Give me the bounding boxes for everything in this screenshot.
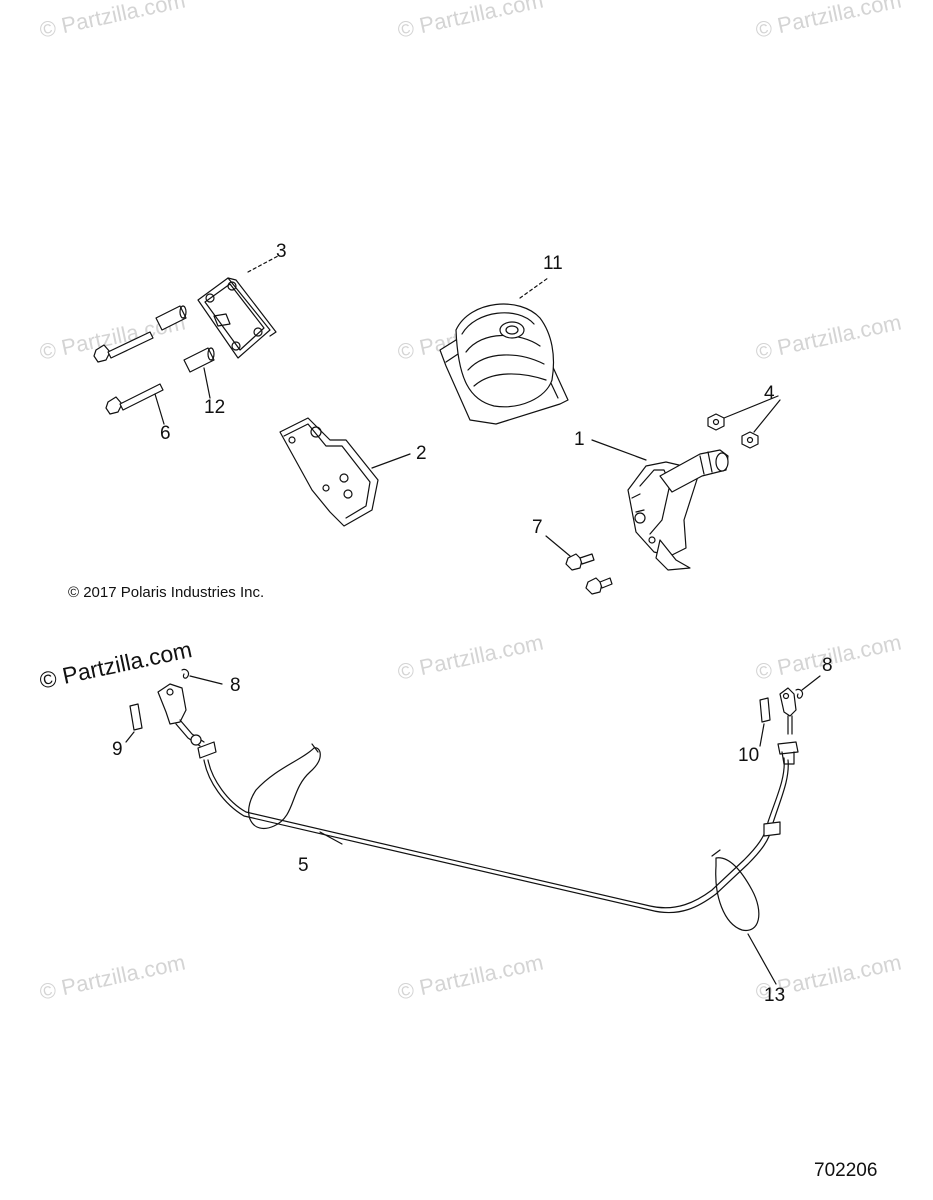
copyright-notice: © 2017 Polaris Industries Inc. <box>68 584 265 601</box>
lever-part-1 <box>591 439 729 571</box>
spacer-part-12 <box>155 305 215 399</box>
bracket-part-3 <box>197 255 279 359</box>
callout-1: 1 <box>574 429 585 450</box>
left-clevis <box>157 683 205 747</box>
pin-part-9 <box>125 703 143 743</box>
callout-11: 11 <box>543 253 563 274</box>
callout-6: 6 <box>160 423 171 444</box>
pin-part-10 <box>759 697 771 747</box>
callout-4: 4 <box>764 383 775 404</box>
plate-part-2 <box>279 417 411 527</box>
callout-8-left: 8 <box>230 675 241 696</box>
callout-10: 10 <box>738 745 760 766</box>
callout-3: 3 <box>276 241 287 262</box>
callout-13: 13 <box>764 985 786 1006</box>
callout-7: 7 <box>532 517 543 538</box>
cable-part-5 <box>197 741 789 914</box>
bolt-part-6 <box>93 331 165 425</box>
right-clevis <box>763 687 799 837</box>
boot-part-11 <box>439 277 569 425</box>
nut-part-4 <box>707 395 781 449</box>
callout-5: 5 <box>298 855 309 876</box>
callout-9: 9 <box>112 739 123 760</box>
callout-8-right: 8 <box>822 655 833 676</box>
clip-part-8 <box>181 668 821 699</box>
callout-12: 12 <box>204 397 226 418</box>
figure-number: 702206 <box>814 1160 878 1181</box>
bolt-part-7 <box>545 535 613 595</box>
callout-2: 2 <box>416 443 427 464</box>
tie-part-13 <box>248 743 777 985</box>
